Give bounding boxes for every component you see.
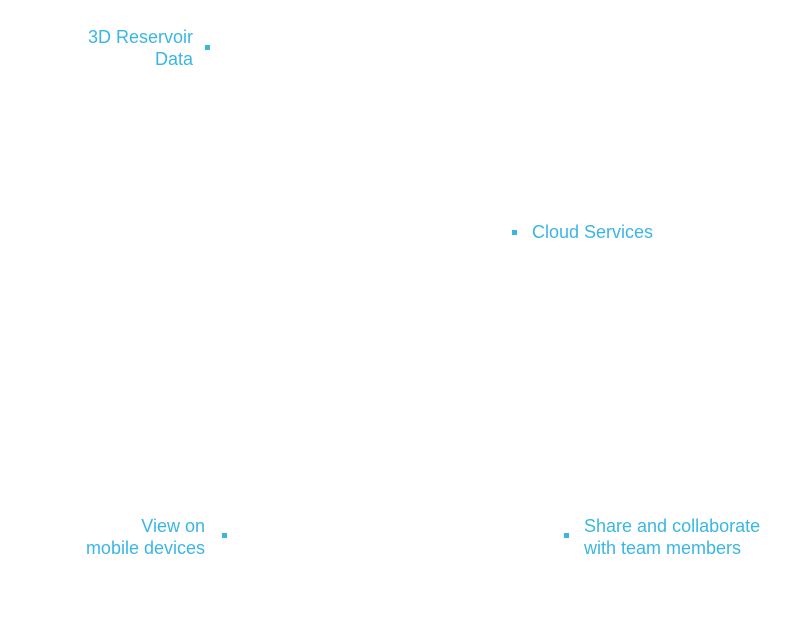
callout-marker-share — [564, 533, 569, 538]
callout-share-collaborate: Share and collaborate with team members — [584, 515, 760, 559]
callout-marker-reservoir — [205, 45, 210, 50]
callout-3d-reservoir-data-line2: Data — [154, 49, 193, 69]
callout-view-on-mobile-line1: View on — [141, 516, 205, 536]
callout-view-on-mobile-line2: mobile devices — [85, 538, 205, 558]
callout-cloud-services-line1: Cloud Services — [532, 222, 654, 242]
callout-share-collaborate-line2: with team members — [584, 538, 742, 558]
callout-view-on-mobile: View on mobile devices — [86, 515, 205, 559]
callout-share-collaborate-line1: Share and collaborate — [584, 516, 761, 536]
callout-3d-reservoir-data-line1: 3D Reservoir — [87, 27, 193, 47]
callout-3d-reservoir-data: 3D Reservoir Data — [88, 26, 193, 70]
callout-marker-mobile — [222, 533, 227, 538]
callout-marker-cloud — [512, 230, 517, 235]
callout-cloud-services: Cloud Services — [532, 221, 653, 243]
